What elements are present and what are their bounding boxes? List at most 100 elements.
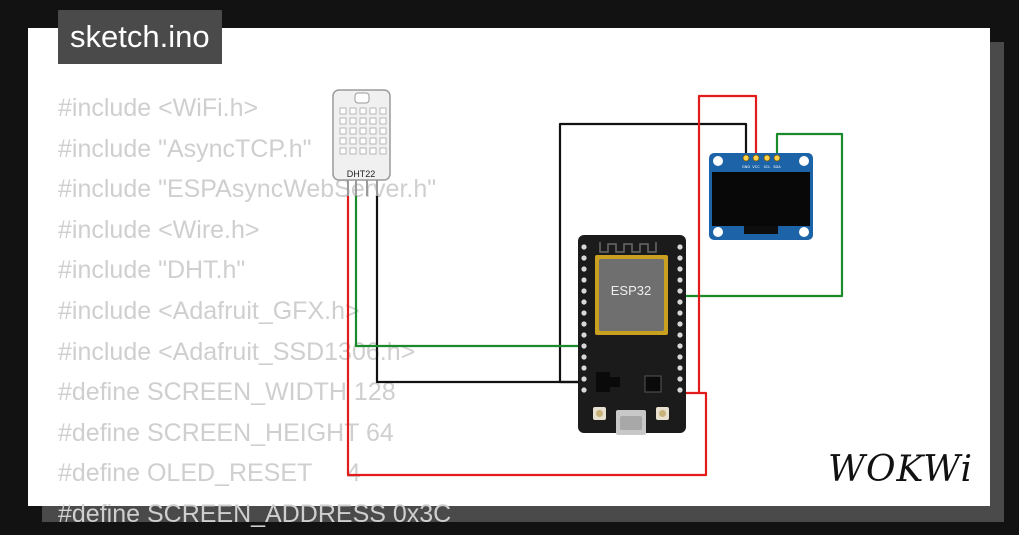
circuit-shape	[359, 107, 367, 115]
circuit-shape	[349, 117, 357, 125]
oled-pin-vcc: VCC	[752, 165, 760, 169]
circuit-shape	[339, 147, 347, 155]
circuit-shape	[599, 259, 664, 331]
circuit-shape	[581, 321, 587, 327]
circuit-shape	[359, 147, 367, 155]
code-line: #define OLED_RESET 4	[58, 459, 361, 488]
circuit-shape	[581, 244, 587, 250]
wire-dht-ground	[375, 195, 582, 384]
circuit-shape	[713, 156, 723, 166]
circuit-shape	[677, 387, 683, 393]
circuit-shape	[752, 154, 760, 162]
circuit-shape	[581, 310, 587, 316]
circuit-shape	[379, 127, 387, 135]
circuit-shape	[677, 255, 683, 261]
circuit-shape	[596, 372, 610, 392]
code-line: #include <Adafruit_SSD1306.h>	[58, 337, 416, 366]
circuit-shape	[581, 288, 587, 294]
code-line: #include "DHT.h"	[58, 256, 246, 285]
circuit-shape	[581, 365, 587, 371]
circuit-shape	[677, 376, 683, 382]
circuit-shape	[677, 266, 683, 272]
circuit-shape	[339, 107, 347, 115]
circuit-shape	[581, 266, 587, 272]
dht22-label: DHT22	[347, 169, 376, 179]
code-line: #include <Adafruit_GFX.h>	[58, 296, 360, 325]
circuit-shape	[677, 365, 683, 371]
circuit-shape	[349, 127, 357, 135]
circuit-shape	[596, 410, 603, 417]
circuit-shape	[581, 332, 587, 338]
circuit-shape	[359, 117, 367, 125]
circuit-shape	[379, 117, 387, 125]
circuit-shape	[349, 137, 357, 145]
project-preview-card[interactable]: #include <WiFi.h> #include "AsyncTCP.h" #i…	[28, 28, 990, 528]
circuit-shape	[581, 387, 587, 393]
circuit-shape	[581, 299, 587, 305]
circuit-shape	[599, 242, 657, 253]
circuit-shape	[677, 299, 683, 305]
code-line: #include <Wire.h>	[58, 215, 260, 244]
circuit-shape	[379, 107, 387, 115]
circuit-shape	[763, 154, 771, 162]
circuit-shape	[339, 137, 347, 145]
wire-dht-data	[354, 195, 582, 348]
circuit-shape	[659, 410, 666, 417]
dht22-sensor[interactable]: DHT22	[332, 89, 391, 196]
circuit-shape	[712, 172, 810, 226]
circuit-shape	[677, 310, 683, 316]
circuit-shape	[379, 137, 387, 145]
circuit-shape	[713, 227, 723, 237]
oled-display[interactable]: GND VCC SCL SDA	[709, 153, 813, 240]
circuit-shape	[581, 277, 587, 283]
circuit-shape	[369, 117, 377, 125]
circuit-shape	[379, 147, 387, 155]
circuit-shape	[354, 92, 370, 104]
esp32-label: ESP32	[611, 283, 651, 298]
circuit-shape	[677, 332, 683, 338]
circuit-shape	[581, 376, 587, 382]
sketch-filename-tab[interactable]: sketch.ino	[58, 10, 222, 64]
circuit-shape	[359, 127, 367, 135]
circuit-shape	[620, 416, 642, 430]
wokwi-logo: WOKWi	[827, 449, 973, 490]
circuit-shape	[339, 127, 347, 135]
circuit-shape	[677, 343, 683, 349]
circuit-shape	[359, 137, 367, 145]
wire-oled-sda	[682, 132, 844, 298]
circuit-shape	[799, 227, 809, 237]
circuit-shape	[369, 107, 377, 115]
circuit-shape	[742, 154, 750, 162]
circuit-shape	[369, 127, 377, 135]
wire-oled-vcc	[697, 94, 758, 393]
circuit-shape	[773, 154, 781, 162]
circuit-shape	[677, 288, 683, 294]
circuit-shape	[339, 117, 347, 125]
oled-pin-sda: SDA	[773, 165, 781, 169]
code-preview: #include <WiFi.h> #include "AsyncTCP.h" #i…	[58, 88, 451, 535]
code-line: #include "ESPAsyncWebServer.h"	[58, 175, 437, 204]
circuit-shape	[581, 354, 587, 360]
oled-pin-gnd: GND	[742, 165, 750, 169]
circuit-shape	[677, 277, 683, 283]
circuit-shape	[799, 156, 809, 166]
circuit-shape	[369, 137, 377, 145]
oled-pin-scl: SCL	[764, 165, 771, 169]
circuit-shape	[677, 321, 683, 327]
circuit-shape	[677, 244, 683, 250]
code-line: #include <WiFi.h>	[58, 94, 259, 122]
circuit-shape	[349, 147, 357, 155]
circuit-shape	[581, 255, 587, 261]
circuit-shape	[677, 354, 683, 360]
circuit-shape	[349, 107, 357, 115]
code-line: #define SCREEN_ADDRESS 0x3C	[58, 499, 452, 528]
esp32-board[interactable]: ESP32	[578, 235, 686, 435]
circuit-shape	[744, 226, 778, 234]
code-line: #include "AsyncTCP.h"	[58, 134, 312, 163]
circuit-shape	[581, 343, 587, 349]
circuit-shape	[610, 377, 620, 387]
code-line: #define SCREEN_HEIGHT 64	[58, 418, 394, 447]
circuit-shape	[369, 147, 377, 155]
wire-mcu-to-oled-ground	[558, 122, 748, 384]
circuit-shape	[644, 375, 662, 393]
